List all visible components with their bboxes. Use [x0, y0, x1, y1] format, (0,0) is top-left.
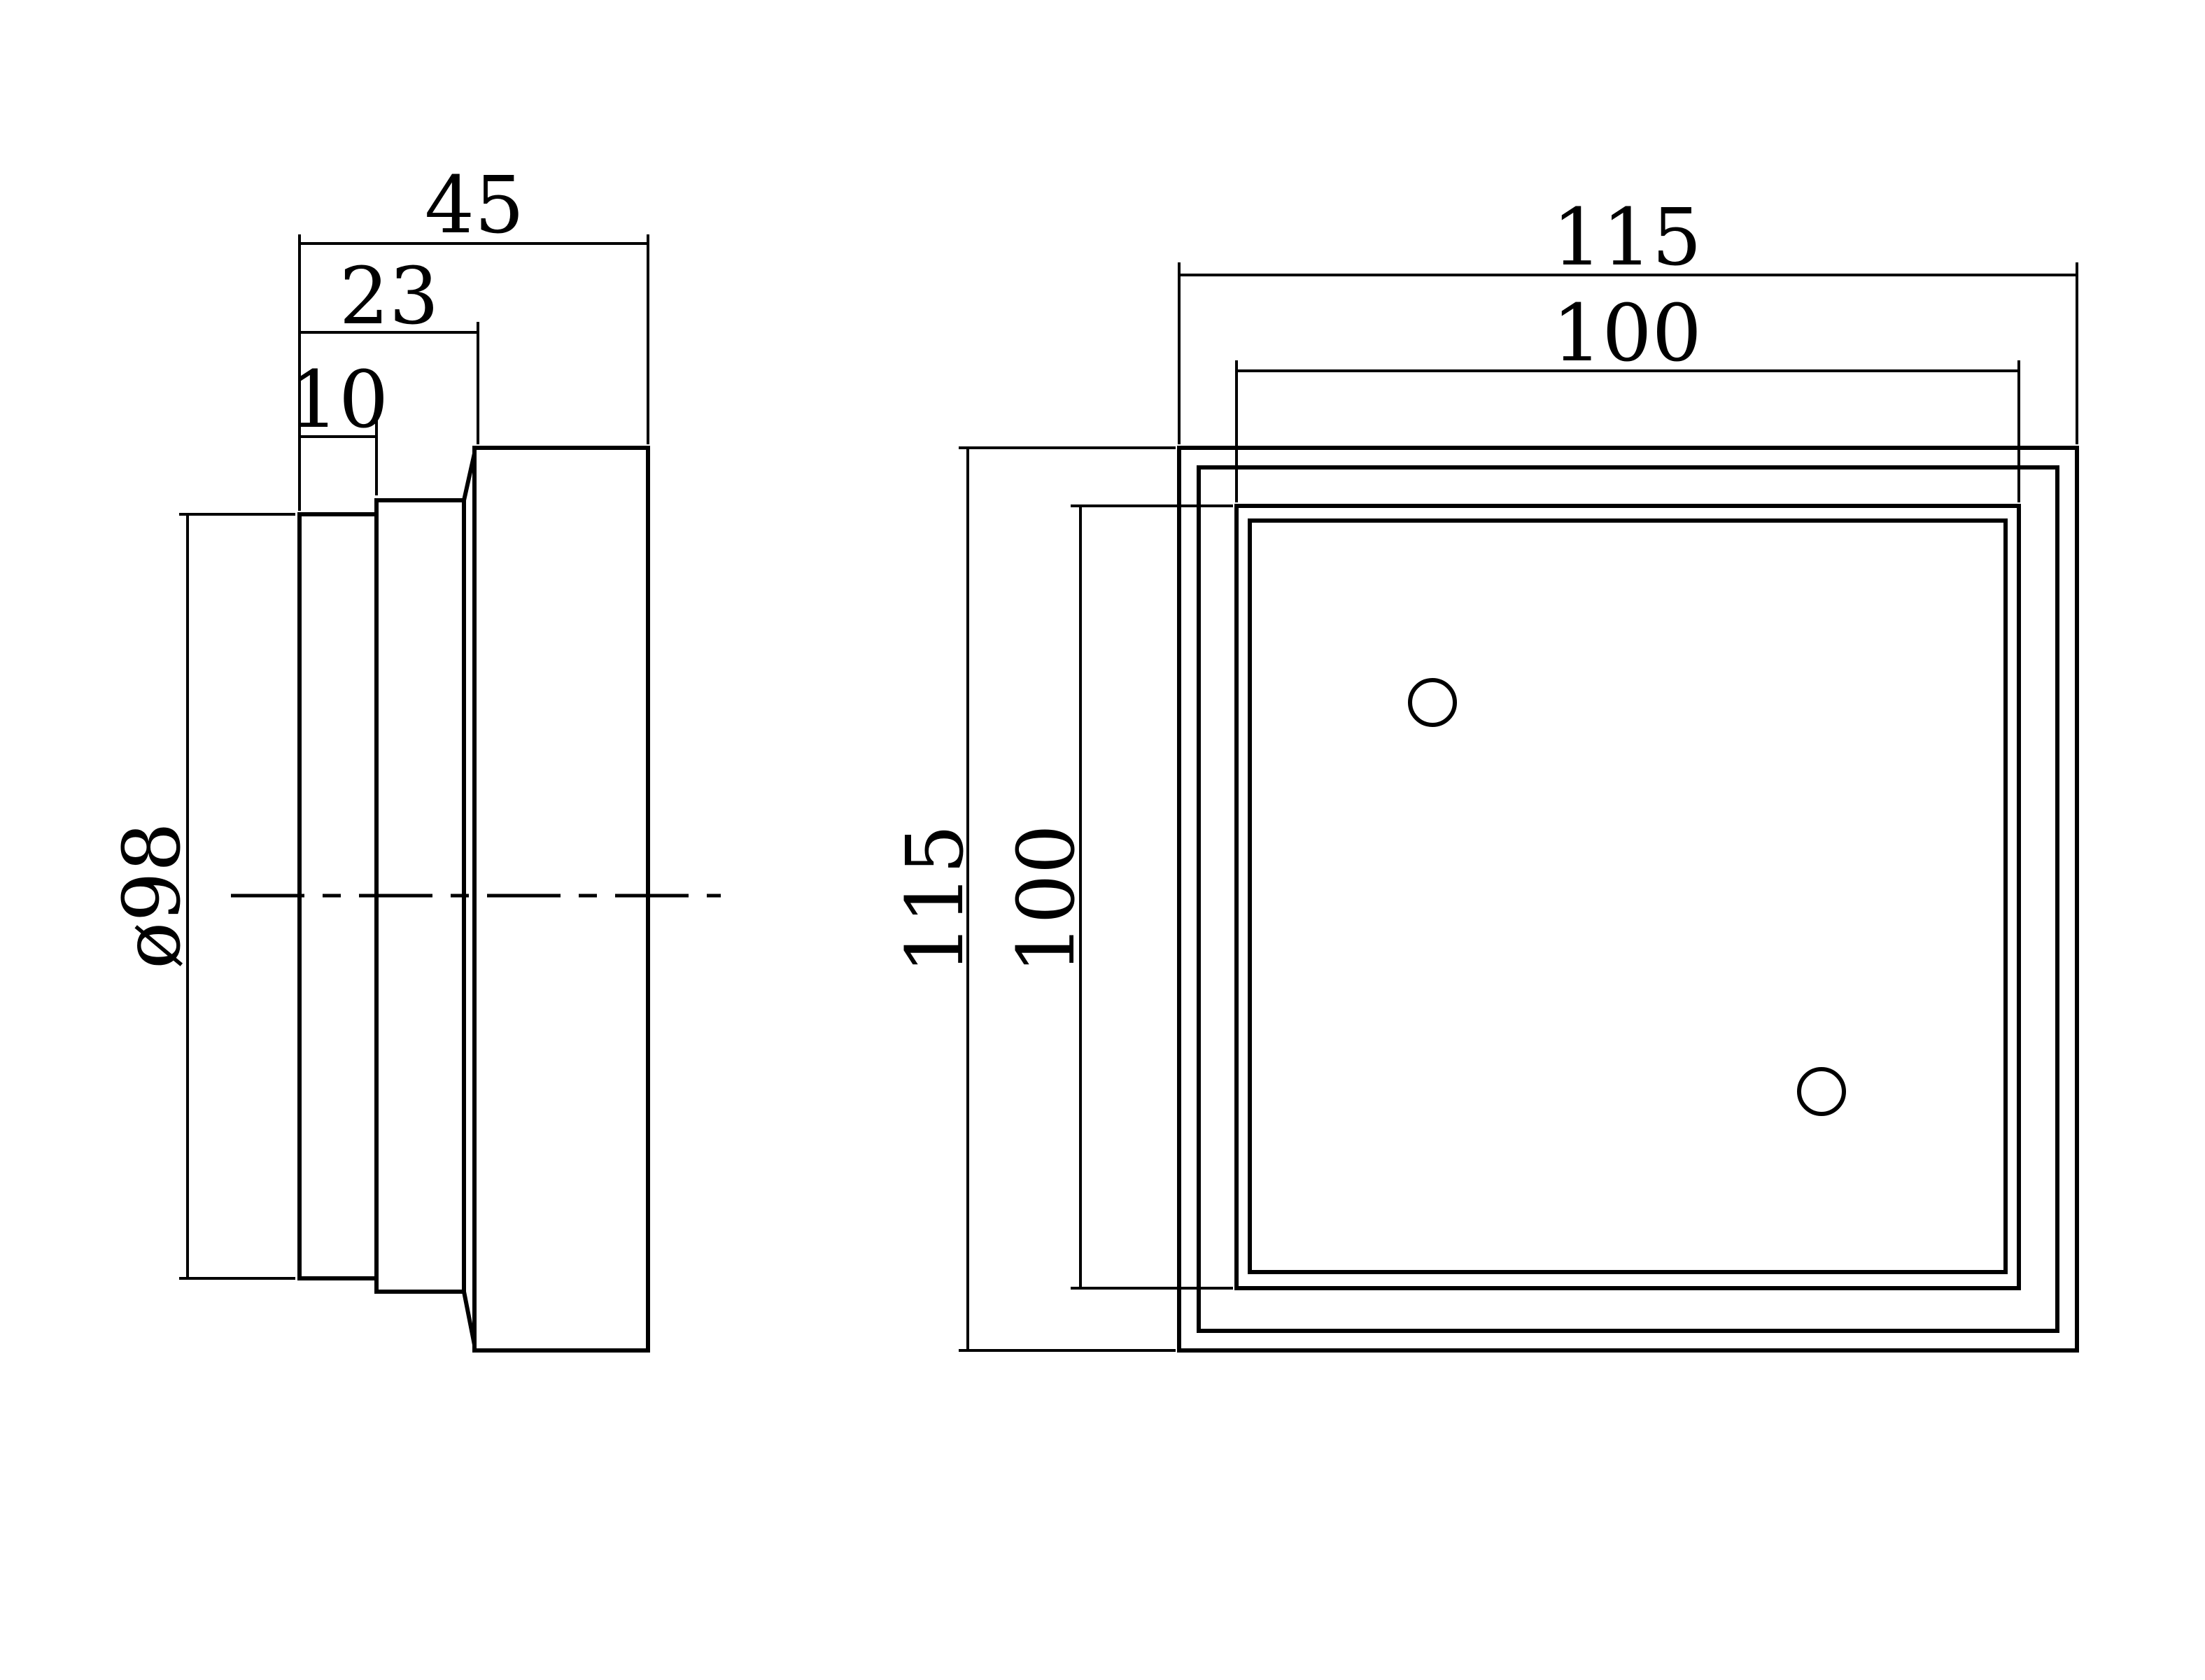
dim-inner-width-label: 100 — [1552, 288, 1702, 379]
screw-hole-top-left — [1408, 678, 1457, 727]
front-grate-inner-edge — [1248, 518, 2008, 1274]
dim-body-depth-label: 23 — [339, 251, 439, 342]
front-view: 115 100 115 100 — [890, 192, 2079, 1353]
dim-outer-width-label: 115 — [1552, 192, 1702, 283]
front-outer-frame — [1177, 446, 2079, 1353]
dim-outer-height-label: 115 — [890, 824, 981, 974]
dim-flange-depth-label: 10 — [289, 355, 389, 446]
dim-overall-depth-label: 45 — [425, 160, 525, 251]
front-frame-inner-edge — [1197, 465, 2059, 1333]
screw-hole-bottom-right — [1797, 1067, 1846, 1116]
front-extension-lines — [959, 262, 2078, 1352]
front-grate-outer-edge — [1234, 504, 2021, 1290]
side-extension-lines — [179, 234, 649, 1280]
dim-diameter-label: ø98 — [107, 822, 198, 969]
side-cover-plate — [472, 446, 650, 1353]
dim-inner-height-label: 100 — [1001, 824, 1092, 974]
side-view-outline — [297, 446, 650, 1353]
side-view: 45 23 10 ø98 — [107, 160, 721, 1353]
